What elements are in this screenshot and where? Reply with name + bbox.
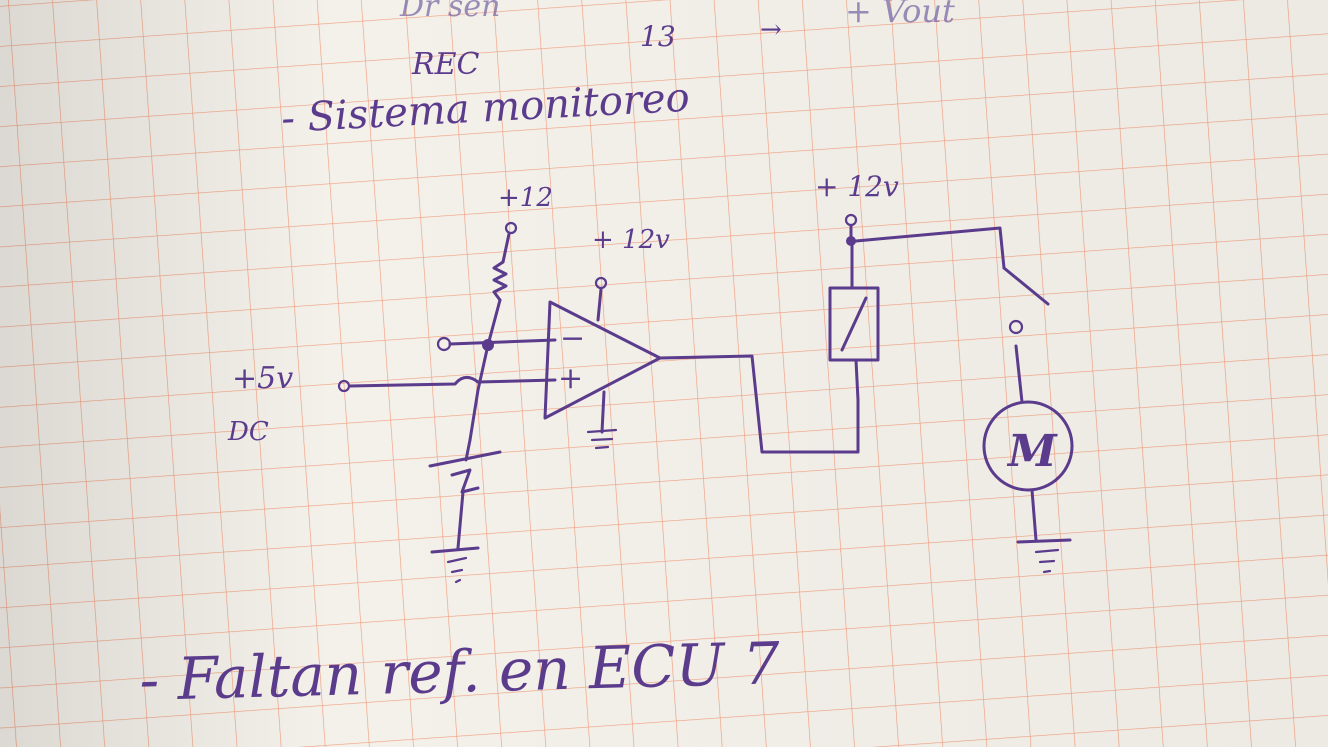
label-supply-pot: +12 — [498, 183, 553, 213]
junction-node — [482, 339, 494, 351]
wire-pot-column — [468, 298, 502, 442]
note-bottom-line: - Faltan ref. en ECU 7 — [139, 629, 781, 714]
wire-relay-bottom — [854, 358, 860, 402]
relay-coil-diagonal — [840, 296, 868, 352]
ground-symbol-opamp — [586, 428, 618, 450]
relay-switch-contact — [1008, 319, 1024, 335]
wire-lower-column — [464, 438, 472, 462]
label-supply-opamp: + 12v — [592, 225, 670, 255]
note-rec-label: REC — [411, 47, 479, 82]
wire-to-ground-left — [456, 490, 465, 550]
wire-noninverting-input — [348, 376, 557, 388]
note-rec-number: 13 — [640, 20, 676, 53]
motor-label: M — [1006, 426, 1058, 477]
note-rec-arrow: → — [760, 15, 782, 45]
opamp-triangle — [543, 300, 662, 420]
component-lower-bar — [428, 450, 502, 468]
junction-relay-supply — [846, 236, 856, 246]
label-input-type: DC — [227, 417, 269, 447]
component-variable-resistor — [450, 468, 480, 494]
note-top-fragment-left: Dr sen — [399, 0, 500, 24]
wire-motor-ground — [1030, 488, 1038, 542]
wire-opamp-supply — [596, 287, 603, 322]
wire-switch-to-motor — [1014, 344, 1024, 404]
label-supply-relay: + 12v — [815, 170, 899, 203]
note-top-fragment-right: + Vout — [845, 0, 955, 30]
ground-symbol-motor — [1034, 548, 1060, 574]
ground-symbol-left — [446, 556, 468, 584]
wire-relay-to-switch — [854, 226, 1006, 270]
motor-symbol — [982, 400, 1074, 492]
wire-opamp-output — [658, 354, 860, 454]
opamp-noninverting-sign: + — [558, 361, 583, 396]
terminal-supply-pot — [504, 221, 518, 235]
ground-bar-left — [430, 546, 480, 554]
relay-switch-arm — [1002, 266, 1050, 306]
relay-coil — [828, 286, 880, 362]
wire-opamp-ground — [600, 390, 606, 434]
opamp-inverting-sign: − — [560, 321, 585, 356]
wire-pot-top — [501, 232, 511, 264]
ground-bar-motor — [1016, 538, 1072, 544]
label-input-voltage: +5v — [232, 361, 293, 396]
resistor-pullup — [492, 260, 508, 302]
wire-inverting-input — [448, 338, 557, 346]
circuit-diagram: +12 +5v DC − + + 1 — [227, 170, 1074, 584]
